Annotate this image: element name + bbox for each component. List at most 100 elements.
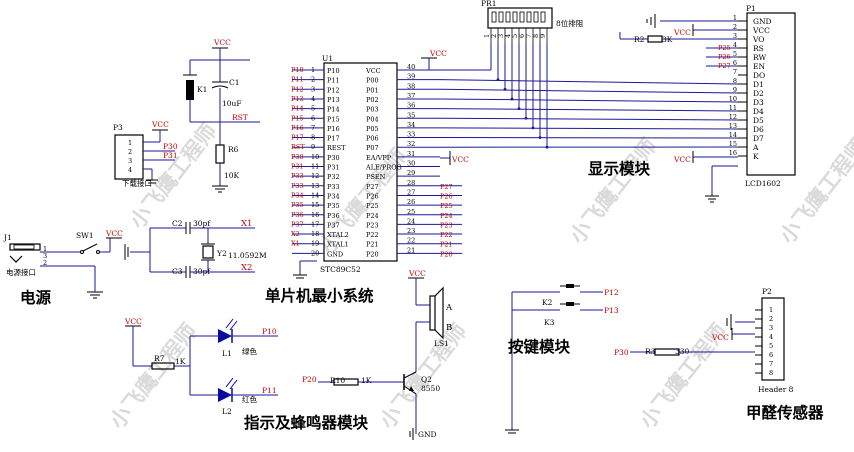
u1-right-pinnum-38: 38 [407, 82, 415, 90]
pr1-pin-8: 8 [532, 34, 540, 38]
u1-left-pinnum-10: 10 [311, 153, 319, 161]
u1-right-pinname-37: P02 [366, 96, 379, 104]
u1-left-pinname-6: P15 [327, 115, 340, 123]
lcd-pinname-1: GND [753, 17, 772, 26]
u1-left-pinnum-12: 12 [311, 172, 319, 180]
u1-right-pinname-21: P20 [366, 250, 379, 258]
p2-pin-2: 2 [769, 315, 773, 323]
u1-left-pinname-10: P30 [327, 154, 340, 162]
u1-left-net-15: P35 [291, 201, 304, 209]
keys-circuit: K2 K3 P12 P13 按键模块 [505, 284, 619, 434]
l2-led-icon [218, 388, 232, 402]
y2-ref: Y2 [216, 249, 227, 258]
u1-left-pinnum-8: 8 [311, 134, 315, 142]
pr1-pin-4: 4 [504, 34, 512, 38]
u1-left-pinname-18: XTAL2 [327, 231, 349, 239]
j1-pin-2: 2 [43, 259, 47, 267]
p2-pin-1: 1 [769, 306, 773, 314]
pr1-pin-2: 2 [490, 34, 498, 38]
p2-body [761, 297, 785, 381]
crystal-x2-net: X2 [241, 263, 252, 273]
led-vcc: VCC [124, 317, 142, 326]
y2-crystal-icon [202, 245, 214, 259]
u1-left-pinname-20: GND [327, 250, 343, 258]
p2-ref: P2 [762, 287, 772, 296]
u1-right-pinnum-21: 21 [407, 246, 415, 254]
u1-left-net-1: P10 [291, 66, 304, 74]
lcd-pinnum-7: 7 [733, 68, 737, 76]
u1-right-net-24: P23 [440, 221, 453, 229]
u1-left-pinnum-1: 1 [311, 66, 315, 74]
r2-resistor [647, 35, 663, 43]
u1-right-pinnum-27: 27 [407, 188, 415, 196]
lcd-pinnum-9: 9 [733, 86, 737, 94]
u1-right-pinname-38: P01 [366, 86, 379, 94]
p3-pin-2: 2 [128, 148, 132, 156]
buzzer-gnd: GND [418, 430, 437, 439]
crystal-circuit: C2 30pf C3 30pf Y2 11.0592M X1 X2 [124, 219, 267, 278]
p2-pin-8: 8 [769, 369, 773, 377]
k1-ref: K1 [197, 85, 207, 94]
u1-left-pinnum-20: 20 [311, 249, 319, 257]
u1-right-pinnum-30: 30 [407, 160, 415, 168]
r6-val: 10K [224, 171, 240, 180]
u1-left-pinname-1: P10 [327, 67, 340, 75]
p2-pin-3: 3 [769, 324, 773, 332]
u1-right-net-27: P26 [440, 192, 453, 200]
ls1-ref: LS1 [434, 339, 449, 348]
lcd-pinname-16: K [753, 152, 759, 161]
lcd-pinname-3: VO [752, 35, 764, 44]
u1-left-pinname-8: P17 [327, 135, 340, 143]
j1-pin-1: 1 [43, 245, 47, 253]
u1-right-pinname-25: P24 [366, 212, 379, 220]
lcd-pinnum-8: 8 [733, 77, 737, 85]
power-jack-icon [9, 243, 41, 251]
lcd-part: LCD1602 [745, 179, 781, 188]
u1-right-pinname-34: P05 [366, 125, 379, 133]
section-sensor-title: 甲醛传感器 [746, 403, 824, 422]
u1-right-net-28: P27 [440, 183, 453, 191]
reset-net: RST [232, 113, 248, 122]
l1-led-icon [218, 329, 232, 343]
u1-left-net-2: P11 [291, 76, 304, 84]
k2-net: P12 [604, 288, 619, 297]
section-display-title: 显示模块 [588, 159, 651, 178]
lcd-net-en: P27 [718, 62, 731, 70]
u1-left-pinname-12: P32 [327, 173, 340, 181]
r2-val: 3K [662, 35, 673, 44]
led-circuit: VCC R7 1K L1 绿色 P10 L2 红色 P11 [124, 317, 278, 416]
p2-pin-5: 5 [769, 342, 773, 350]
r10-val: 1K [361, 376, 372, 385]
u1-left-net-5: P14 [291, 105, 304, 113]
u1-left-pinnum-5: 5 [311, 105, 315, 113]
u1-left-pinnum-9: 9 [311, 143, 315, 151]
lcd-body [746, 12, 796, 176]
u1-right-pinname-31: EA/VPP [366, 154, 392, 162]
c2-val: 30pf [193, 219, 211, 228]
pr1-label: 8位排阻 [556, 18, 584, 28]
l2-color: 红色 [242, 394, 257, 404]
lcd-pinnum-11: 11 [729, 104, 737, 112]
u1-right-pinname-32: P07 [366, 144, 379, 152]
lcd-pinname-9: D2 [753, 89, 764, 98]
u1-left-pinname-2: P11 [327, 77, 340, 85]
u1-left-pinnum-18: 18 [311, 230, 319, 238]
lcd-pinname-11: D4 [753, 107, 764, 116]
section-indicator-title: 指示及蜂鸣器模块 [244, 413, 369, 432]
reset-vcc: VCC [213, 38, 231, 47]
lcd-pinnum-15: 15 [729, 140, 737, 148]
c1-val: 10uF [222, 99, 242, 108]
u1-left-pinname-9: REST [327, 144, 346, 152]
lcd-pinnum-2: 2 [733, 23, 737, 31]
lcd-pinname-6: EN [753, 62, 765, 71]
buzzer-net: P20 [302, 375, 317, 384]
r7-ref: R7 [154, 354, 165, 363]
p3-pin-1: 1 [128, 139, 132, 147]
u1-left-pinname-5: P14 [327, 106, 340, 114]
u1-right-net-23: P22 [440, 231, 453, 239]
u1-left-net-6: P15 [291, 114, 304, 122]
u1-left-pinnum-13: 13 [311, 182, 319, 190]
ls1-pin-b: B [446, 323, 452, 333]
